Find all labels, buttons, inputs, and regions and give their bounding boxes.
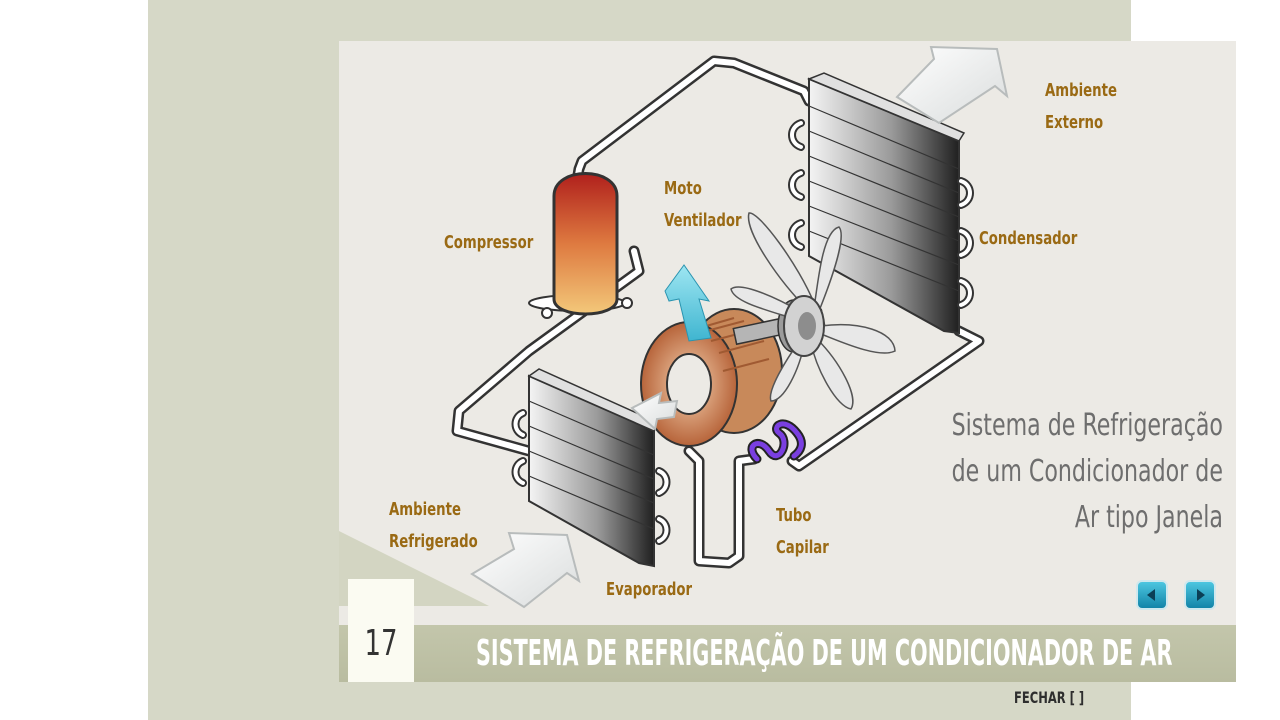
label-compressor: Compressor — [444, 232, 534, 253]
label-tubo-capilar-line2: Capilar — [776, 537, 829, 558]
title-bar — [339, 625, 1236, 682]
slide-stage: Ambiente Externo Moto Ventilador Compres… — [339, 41, 1236, 682]
label-moto-ventilador-line2: Ventilador — [664, 210, 742, 231]
refrigeration-diagram — [339, 45, 1009, 609]
compressor-body — [528, 172, 633, 319]
label-ambiente-externo: Ambiente Externo — [1045, 75, 1117, 139]
next-slide-button[interactable] — [1184, 580, 1216, 610]
slide-number: 17 — [364, 623, 398, 664]
label-ambiente-refrigerado-line1: Ambiente — [389, 499, 461, 520]
room-air-arrow — [470, 531, 581, 609]
label-evaporador: Evaporador — [606, 579, 693, 600]
label-ambiente-refrigerado-line2: Refrigerado — [389, 531, 478, 552]
label-ambiente-externo-line1: Ambiente — [1045, 80, 1117, 101]
evaporator-coil — [511, 368, 671, 568]
cold-air-arrow — [664, 264, 712, 342]
capillary-coil — [747, 419, 806, 464]
label-condensador: Condensador — [979, 228, 1078, 249]
previous-slide-button[interactable] — [1136, 580, 1168, 610]
return-air-arrow — [630, 391, 679, 431]
label-moto-ventilador: Moto Ventilador — [664, 173, 742, 237]
fan-motor — [730, 212, 896, 410]
label-tubo-capilar: Tubo Capilar — [776, 500, 829, 564]
arrow-left-icon — [1147, 589, 1155, 601]
label-moto-ventilador-line1: Moto — [664, 178, 702, 199]
arrow-right-icon — [1197, 589, 1205, 601]
diagram-description: Sistema de Refrigeração de um Condiciona… — [951, 408, 1223, 535]
label-ambiente-refrigerado: Ambiente Refrigerado — [389, 494, 478, 558]
slide-title: SISTEMA DE REFRIGERAÇÃO DE UM CONDICIONA… — [476, 633, 1173, 674]
presentation-frame: Ambiente Externo Moto Ventilador Compres… — [148, 0, 1236, 720]
label-tubo-capilar-line1: Tubo — [776, 505, 812, 526]
slide-number-box: 17 — [348, 579, 414, 682]
label-ambiente-externo-line2: Externo — [1045, 112, 1104, 133]
condenser-coil — [788, 72, 974, 335]
close-button[interactable]: FECHAR [ ] — [1014, 688, 1085, 707]
exhaust-air-arrow — [895, 45, 1009, 125]
